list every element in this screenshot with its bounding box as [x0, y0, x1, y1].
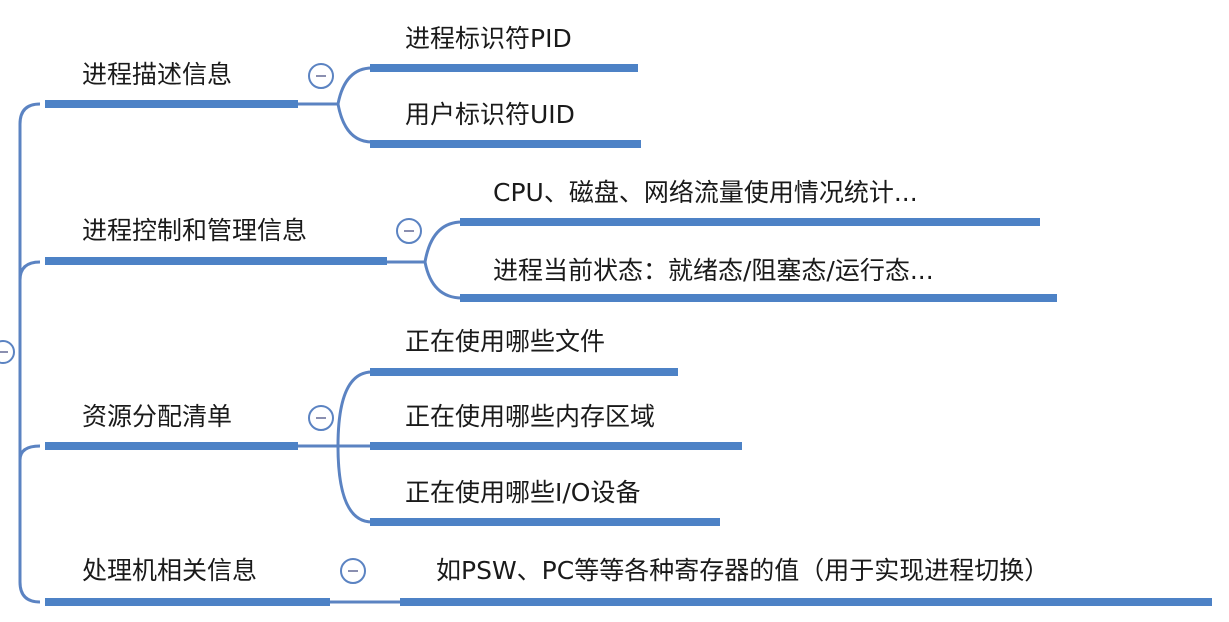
minus-circle-icon[interactable]	[396, 218, 422, 244]
branch-bar	[45, 442, 298, 450]
leaf-bar	[460, 218, 1040, 226]
root-connector-2	[18, 260, 41, 281]
leaf-label[interactable]: CPU、磁盘、网络流量使用情况统计...	[493, 178, 918, 207]
leaf-label[interactable]: 用户标识符UID	[405, 100, 575, 129]
branch-label-process-control[interactable]: 进程控制和管理信息	[82, 216, 308, 245]
leaf-bar	[370, 518, 720, 526]
leaf-bar	[400, 598, 1212, 606]
leaf-label[interactable]: 正在使用哪些内存区域	[405, 402, 656, 431]
leaf-label[interactable]: 如PSW、PC等等各种寄存器的值（用于实现进程切换）	[436, 556, 1050, 585]
branch-label-resource-list[interactable]: 资源分配清单	[82, 402, 233, 431]
minus-circle-icon[interactable]	[308, 63, 334, 89]
minus-circle-icon[interactable]	[308, 405, 334, 431]
leaf-bar	[370, 64, 638, 72]
leaf-bar	[370, 442, 742, 450]
leaf-bar	[370, 368, 678, 376]
branch-label-process-description[interactable]: 进程描述信息	[82, 60, 233, 89]
branch-bar	[45, 100, 298, 108]
leaf-bar	[460, 294, 1057, 302]
minus-circle-icon[interactable]	[340, 558, 366, 584]
branch-bar	[45, 598, 330, 606]
leaf-label[interactable]: 正在使用哪些文件	[405, 327, 606, 356]
leaf-label[interactable]: 进程标识符PID	[405, 24, 572, 53]
leaf-label[interactable]: 进程当前状态：就绪态/阻塞态/运行态...	[493, 256, 934, 285]
leaf-label[interactable]: 正在使用哪些I/O设备	[405, 478, 641, 507]
root-trunk	[18, 102, 41, 604]
root-connector-3	[18, 444, 41, 461]
branch-label-processor-info[interactable]: 处理机相关信息	[82, 556, 258, 585]
leaf-bar	[370, 140, 641, 148]
fork-2	[387, 220, 463, 300]
fork-1	[298, 66, 373, 144]
branch-bar	[45, 257, 387, 265]
fork-3	[298, 370, 373, 524]
